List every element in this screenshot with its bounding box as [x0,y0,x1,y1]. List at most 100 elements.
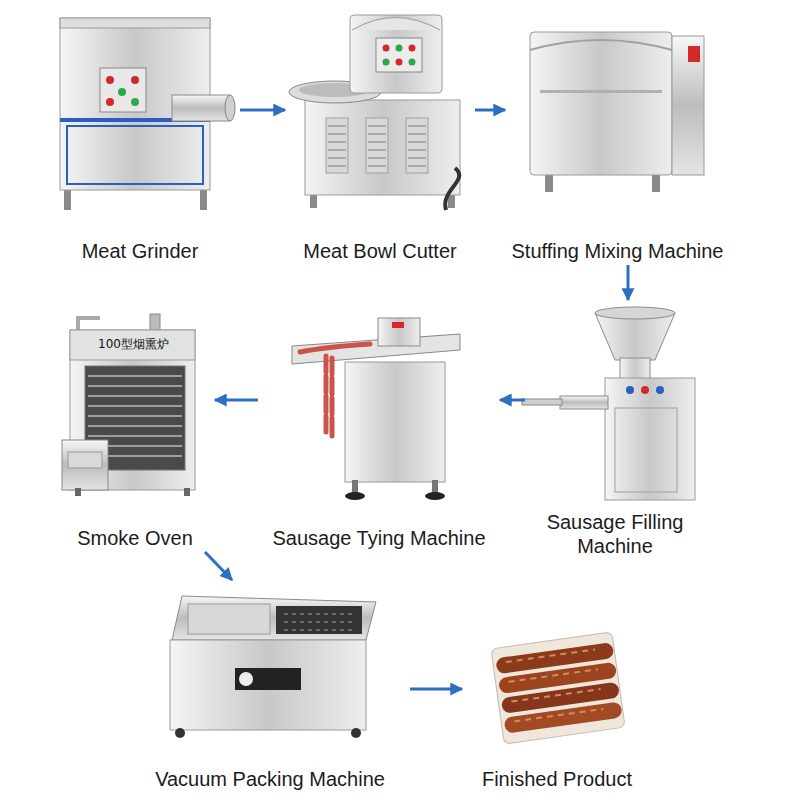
meat-grinder-illustration-part [225,95,235,121]
finished-sausages-illustration [491,632,625,744]
filling-machine-illustration-part [641,386,649,394]
vacuum-packer-illustration-part [188,604,270,634]
bowl-cutter-illustration-part [409,59,416,66]
bowl-cutter-illustration-part [328,126,426,166]
vacuum-packer-illustration-part [276,606,362,634]
filling-machine-illustration-part [615,408,677,492]
finished-sausages-illustration-part [506,649,603,721]
machine-node: Sausage Tying Machine [258,305,500,552]
tying-machine-illustration-part [326,356,332,436]
machine-caption: Finished Product [482,767,632,791]
vacuum-packer-illustration-part [284,614,354,630]
tying-machine-illustration-part [300,344,370,352]
mixer-illustration [530,32,704,192]
vacuum-packer-illustration-part [239,672,253,686]
bowl-cutter-illustration-part [352,18,440,31]
tying-machine-illustration-part [378,318,420,346]
flow-arrow [475,109,505,112]
bowl-cutter-illustration-part [376,38,422,72]
filling-machine-illustration [522,307,695,500]
vacuum-packer-illustration-part [175,728,185,738]
flow-arrow [410,688,462,691]
smoke-oven-illustration-part [184,488,190,496]
meat-grinder-illustration-part [100,68,146,112]
filling-machine-illustration-part [656,386,664,394]
machine-nameplate-text: 100型烟熏炉 [98,336,169,353]
tying-machine-illustration [292,318,460,500]
machine-caption: Sausage Tying Machine [272,526,485,550]
smoke-oven-illustration [62,314,195,496]
vacuum-packer-illustration-part [170,640,366,730]
meat-grinder-illustration-part [131,98,139,106]
bowl-cutter-illustration-part [445,168,459,210]
smoke-oven-illustration-part [78,318,100,330]
filling-machine-illustration-part [605,378,695,500]
mixer-illustration-part [688,46,700,62]
machine-node: Meat Bowl Cutter [285,10,475,265]
vacuum-packer-illustration [170,596,376,738]
filling-machine-illustration-part [522,399,562,405]
mixer-illustration-part [530,40,672,50]
flow-arrow [500,399,525,402]
flow-arrow [627,265,630,300]
meat-grinder-illustration-part [200,188,207,210]
meat-grinder-illustration-part [64,188,71,210]
meat-grinder-illustration-part [106,76,114,84]
meat-grinder-illustration-part [106,98,114,106]
vacuum-packer-illustration-part [351,728,361,738]
machine-node: Sausage Filling Machine [525,300,705,560]
machine-caption: Stuffing Mixing Machine [512,239,724,263]
meat-grinder-illustration-part [118,88,126,96]
mixer-illustration-part [530,32,672,175]
meat-grinder-illustration-part [67,126,203,184]
mixer-illustration-part [540,90,662,93]
meat-grinder-illustration-part [60,18,210,28]
bowl-cutter-illustration-part [396,45,403,52]
machine-caption: Sausage Filling Machine [525,510,705,558]
meat-grinder-illustration-part [172,95,230,121]
bowl-cutter-illustration-part [409,45,416,52]
filling-machine-illustration-part [595,313,675,360]
machine-node: Finished Product [462,620,652,793]
flow-arrow [215,399,258,402]
tying-machine-illustration-part [392,322,404,328]
machine-node: Stuffing Mixing Machine [505,10,730,265]
tying-machine-illustration-part [352,480,358,494]
machine-caption: Meat Bowl Cutter [303,239,456,263]
tying-machine-illustration-part [292,334,460,364]
machine-caption: Meat Grinder [82,239,199,263]
finished-sausages-illustration-part [504,701,623,733]
filling-machine-illustration-part [560,396,608,409]
flow-arrow [240,109,285,112]
vacuum-packer-illustration-part [172,596,376,640]
machine-caption: Vacuum Packing Machine [155,767,385,791]
finished-sausages-illustration-part [491,632,625,744]
tying-machine-illustration-part [432,480,438,494]
smoke-oven-illustration-part [70,330,195,360]
bowl-cutter-illustration [289,15,460,210]
meat-grinder-illustration-part [131,76,139,84]
tying-machine-illustration-part [345,362,445,482]
bowl-cutter-illustration-part [305,100,460,195]
meat-grinder-illustration [60,18,235,210]
filling-machine-illustration-part [626,386,634,394]
smoke-oven-illustration-part [75,488,81,496]
filling-machine-illustration-part [620,358,650,380]
flow-arrow [205,552,232,580]
smoke-oven-illustration-part [62,440,108,490]
machine-node: Meat Grinder [40,10,240,265]
machine-caption: Smoke Oven [77,526,193,550]
vacuum-packer-illustration-part [235,668,301,690]
bowl-cutter-illustration-part [383,59,390,66]
bowl-cutter-illustration-part [396,59,403,66]
smoke-oven-illustration-part [150,314,160,332]
bowl-cutter-illustration-part [350,15,442,93]
mixer-illustration-part [672,36,704,175]
tying-machine-illustration-part [345,492,365,500]
filling-machine-illustration-part [595,307,675,319]
tying-machine-illustration-part [425,492,445,500]
smoke-oven-illustration-part [68,452,102,468]
